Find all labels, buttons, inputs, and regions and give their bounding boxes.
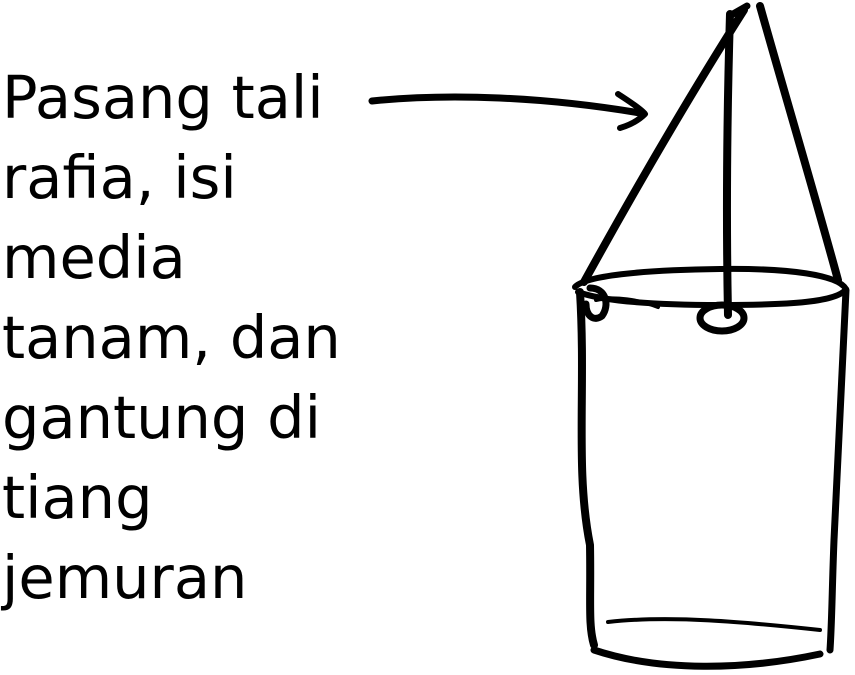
instruction-text: Pasang tali rafia, isi media tanam, dan … — [2, 58, 382, 618]
instruction-line-5: gantung di — [2, 383, 321, 452]
rope-knot-icon — [582, 284, 748, 335]
instruction-line-3: media — [2, 223, 186, 292]
instruction-line-2: rafia, isi — [2, 143, 237, 212]
raffia-rope — [580, 2, 842, 319]
arrow-icon — [368, 91, 648, 131]
planter-pot-icon — [572, 265, 850, 670]
instruction-line-1: Pasang tali — [2, 63, 324, 132]
instruction-line-4: tanam, dan — [2, 303, 341, 372]
instruction-line-6: tiang — [2, 463, 153, 532]
instruction-line-7: jemuran — [2, 543, 248, 612]
